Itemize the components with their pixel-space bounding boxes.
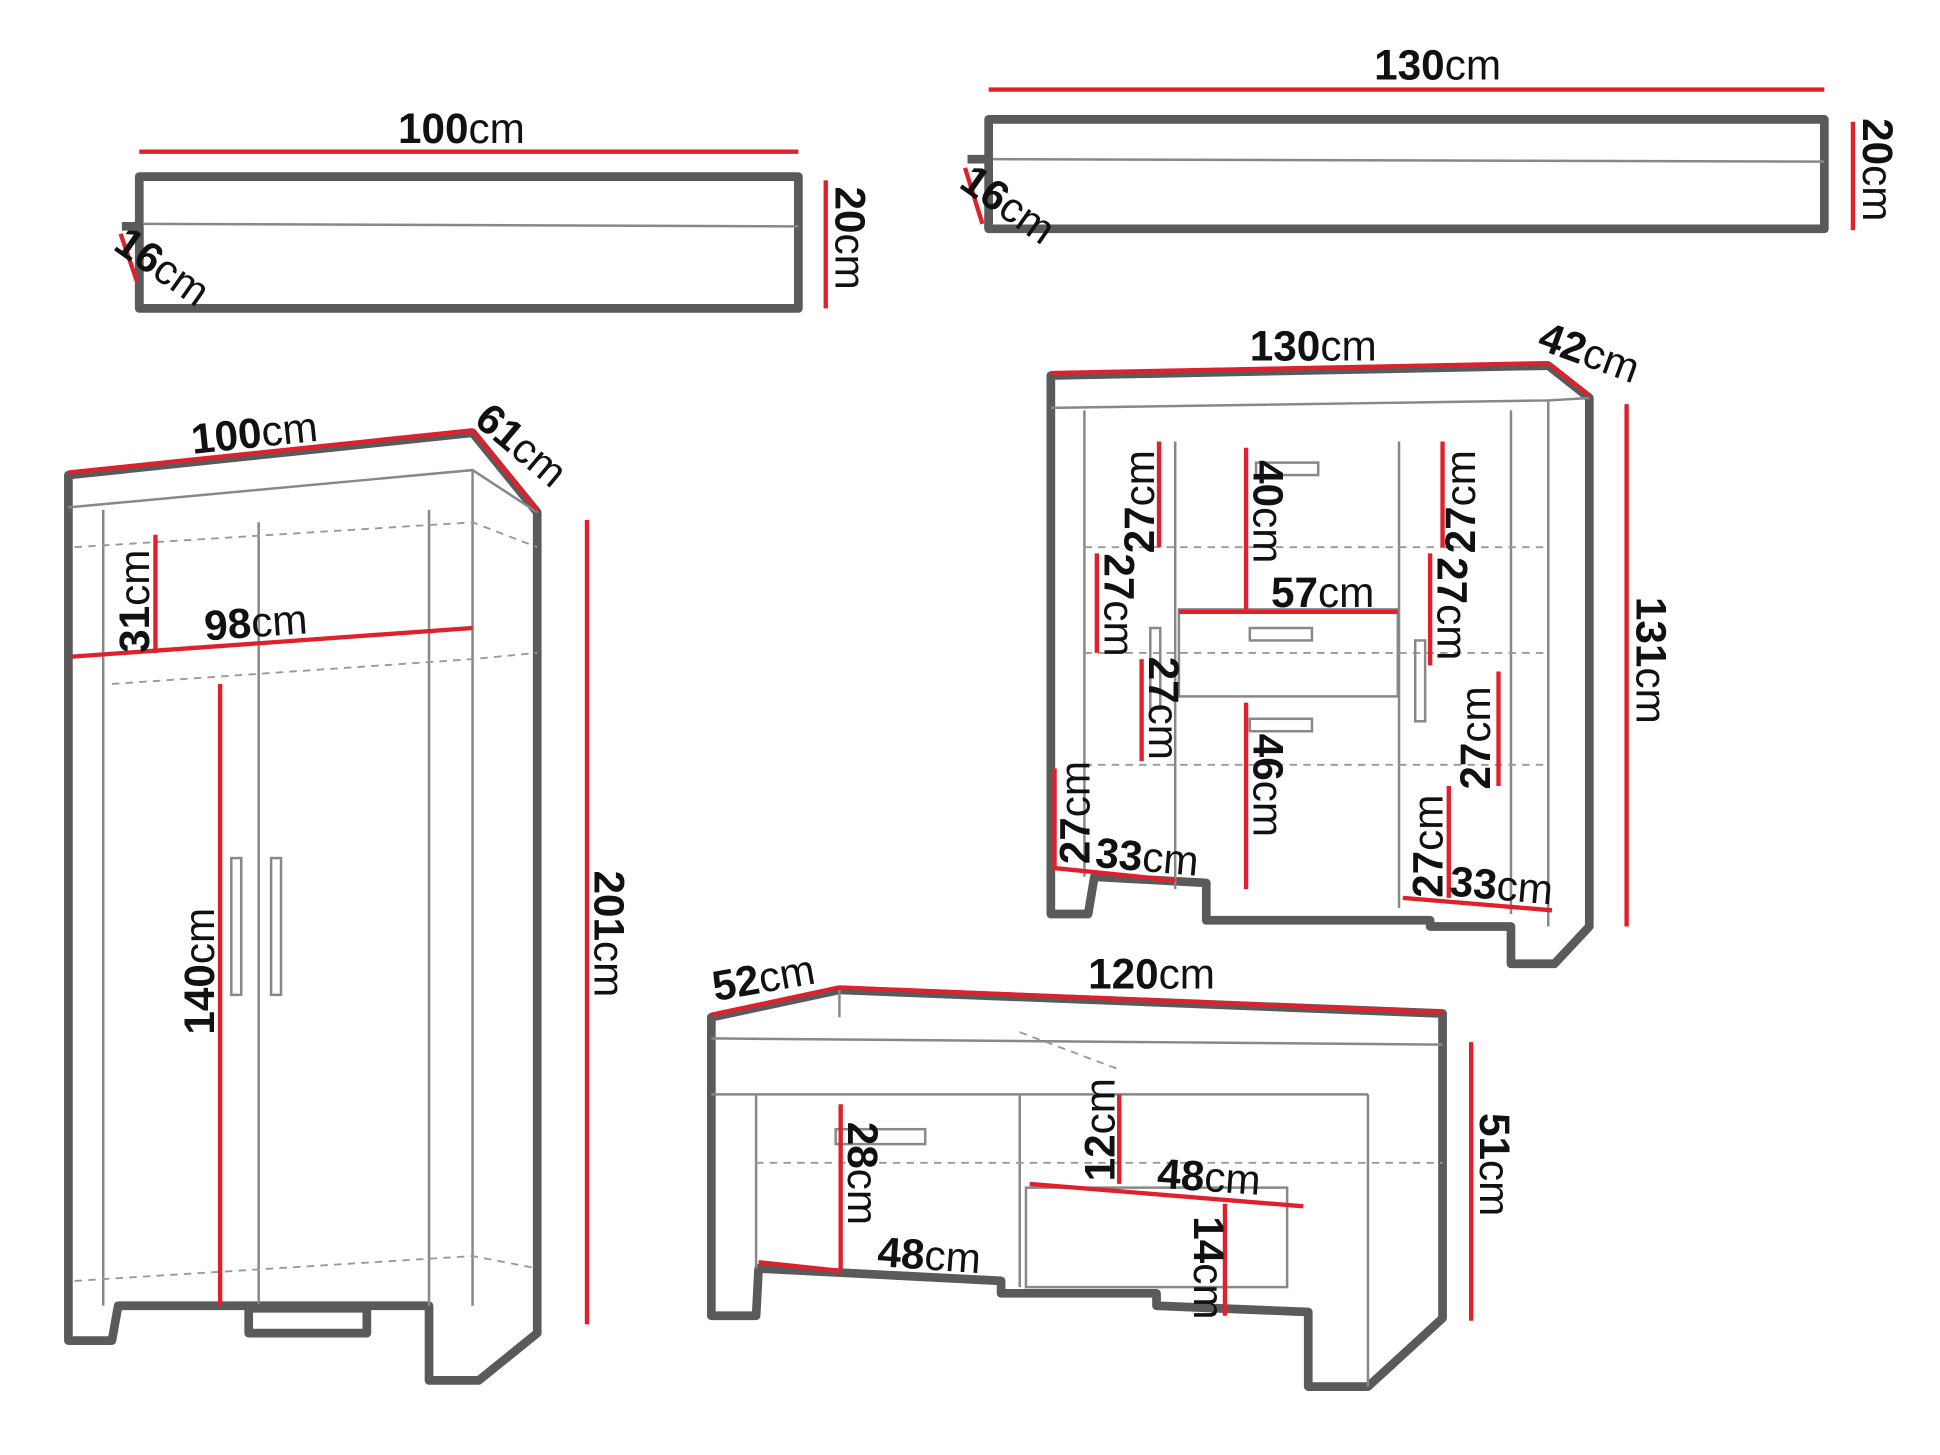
tv-stand-inner-width-label: 48cm: [876, 1228, 982, 1282]
wardrobe-left-handle: [230, 856, 243, 997]
dimension-line: [68, 428, 473, 475]
tv-stand: 120cm 52cm 51cm 28cm 48cm 12cm 48cm 14cm: [706, 946, 1518, 1391]
cabinet-center-top-label: 40cm: [1245, 460, 1292, 563]
tv-stand-height-label: 51cm: [1471, 1113, 1518, 1216]
cabinet-right-shelf-label: 27cm: [1405, 795, 1452, 898]
cabinet-right-shelf-label: 27cm: [1429, 557, 1476, 660]
display-cabinet: 130cm 42cm 131cm 57cm 40cm 46cm 27cm 27c…: [1046, 312, 1675, 969]
wardrobe: 100cm 61cm 201cm 98cm 31cm 140cm: [64, 394, 632, 1385]
wardrobe-inner-width-label: 98cm: [203, 595, 309, 649]
wardrobe-right-handle: [269, 856, 283, 997]
dimension-line: [1546, 361, 1591, 398]
cabinet-right-shelf-label: 27cm: [1437, 450, 1484, 553]
dimension-line: [118, 233, 139, 282]
cabinet-right-shelf-label: 27cm: [1452, 686, 1499, 789]
tv-stand-niche-width-label: 48cm: [1156, 1150, 1262, 1204]
shelf-130: 130cm 20cm 16cm: [952, 42, 1900, 254]
cabinet-center-bottom-label: 46cm: [1245, 734, 1292, 837]
dimension-line: [1050, 360, 1549, 376]
wardrobe-width-label: 100cm: [189, 403, 320, 463]
cabinet-left-shelf-label: 27cm: [1051, 761, 1098, 864]
shelf-130-width-label: 130cm: [1374, 42, 1501, 89]
cabinet-right-base-label: 33cm: [1448, 858, 1555, 914]
dimension-line: [710, 985, 840, 1017]
cabinet-left-shelf-label: 27cm: [1140, 657, 1187, 760]
shelf-130-height-label: 20cm: [1854, 118, 1901, 221]
dimension-line: [1402, 895, 1553, 913]
dimension-line: [962, 167, 985, 225]
dimension-line: [758, 1260, 841, 1274]
wardrobe-top-compartment-label: 31cm: [111, 550, 158, 653]
wardrobe-height-label: 201cm: [585, 871, 632, 998]
shelf-100: 100cm 20cm 16cm: [107, 105, 874, 315]
cabinet-left-base-label: 33cm: [1094, 829, 1201, 885]
dimension-line: [470, 428, 539, 512]
cabinet-center-width-label: 57cm: [1271, 569, 1374, 616]
dimension-line: [839, 985, 1443, 1015]
tv-stand-niche-bottom-label: 14cm: [1185, 1216, 1232, 1319]
tv-stand-inner-height-label: 28cm: [839, 1122, 886, 1225]
dimension-line: [1054, 865, 1176, 883]
tv-stand-width-label: 120cm: [1088, 951, 1215, 998]
cabinet-height-label: 131cm: [1628, 597, 1675, 724]
cabinet-width-label: 130cm: [1250, 323, 1377, 370]
shelf-100-width-label: 100cm: [398, 105, 525, 152]
dimension-line: [1029, 1181, 1304, 1209]
wardrobe-door-height-label: 140cm: [176, 908, 223, 1035]
tv-stand-depth-label: 52cm: [708, 946, 818, 1010]
shelf-100-height-label: 20cm: [827, 187, 874, 290]
tv-stand-niche-top-label: 12cm: [1076, 1078, 1123, 1181]
cabinet-left-shelf-label: 27cm: [1095, 553, 1142, 656]
cabinet-left-shelf-label: 27cm: [1116, 450, 1163, 553]
dimension-line: [71, 625, 473, 659]
